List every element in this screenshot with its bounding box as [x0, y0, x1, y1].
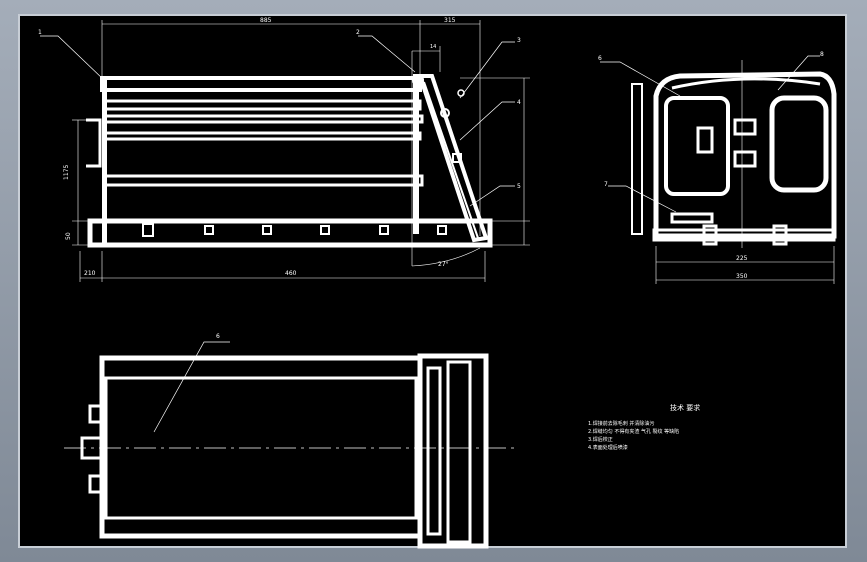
- dim-angle: 27°: [438, 261, 449, 268]
- left-post: [102, 78, 107, 246]
- bolt-1: [440, 108, 450, 118]
- foot-4: [320, 225, 330, 235]
- clamp-1: [452, 153, 462, 163]
- side-roof-arc: [671, 77, 821, 90]
- leader-lines: [40, 35, 515, 207]
- side-leader-8: 8: [820, 51, 824, 58]
- leader-label-4: 4: [517, 99, 521, 106]
- corner-joint: [412, 74, 424, 86]
- top-view: 6: [64, 333, 516, 549]
- leader-label-1: 1: [38, 29, 42, 36]
- left-window: [664, 96, 730, 196]
- top-front-inner: [446, 360, 472, 544]
- cad-drawing-canvas: 885 315 14 1175 50 210 460 27° 1 2 3 4 5: [38, 17, 837, 549]
- top-outer: [99, 355, 423, 539]
- front-view: 885 315 14 1175 50 210 460 27° 1 2 3 4 5: [38, 17, 530, 282]
- dim-top-1: 885: [260, 17, 272, 24]
- top-front-rail: [426, 366, 442, 536]
- top-bracket-3: [88, 474, 104, 494]
- side-foot-left: [702, 224, 718, 246]
- base-rail: [87, 218, 493, 248]
- inclined-inner: [423, 81, 479, 239]
- side-base: [652, 228, 836, 242]
- dim-top-2: 315: [444, 17, 456, 24]
- left-bracket: [86, 118, 102, 168]
- side-dim-1: 225: [736, 255, 748, 262]
- top-front-end: [417, 353, 489, 549]
- top-rail: [100, 76, 422, 92]
- side-leader-lines: [600, 55, 820, 213]
- top-bracket-1: [88, 404, 104, 424]
- side-crossbar: [670, 212, 714, 224]
- side-leader-7: 7: [604, 181, 608, 188]
- side-view: 6 8 7 225 350: [598, 51, 837, 284]
- foot-6: [437, 225, 447, 235]
- inclined-front: [417, 74, 489, 243]
- foot-2: [204, 225, 214, 235]
- leader-label-3: 3: [517, 37, 521, 44]
- leader-label-5: 5: [517, 183, 521, 190]
- top-leader-6: 6: [216, 333, 220, 340]
- dim-left-height: 1175: [63, 165, 70, 180]
- dim-right-1: 14: [430, 44, 436, 50]
- upper-rail-2: [102, 114, 424, 124]
- right-window: [769, 95, 829, 193]
- notes-line-4: 4.表面处理后喷漆: [588, 444, 628, 451]
- dim-bottom-2: 460: [285, 270, 297, 277]
- technical-notes: 技术 要求 1.焊接前去除毛刺 并清除油污 2.焊缝均匀 不得有夹渣 气孔 裂纹…: [588, 403, 700, 451]
- leader-label-2: 2: [356, 29, 360, 36]
- notes-line-2: 2.焊缝均匀 不得有夹渣 气孔 裂纹 等缺陷: [588, 428, 679, 435]
- hinge-lower: [733, 150, 757, 168]
- notes-line-1: 1.焊接前去除毛刺 并清除油污: [588, 420, 654, 427]
- notes-title: 技术 要求: [670, 403, 700, 412]
- left-latch: [696, 126, 714, 154]
- notes-line-3: 3.焊后校正: [588, 436, 613, 443]
- side-left-post: [631, 83, 643, 235]
- side-dimension-lines: [655, 60, 835, 284]
- foot-5: [379, 225, 389, 235]
- side-foot-right: [772, 224, 788, 246]
- side-outer-frame: [653, 71, 837, 239]
- dim-left-base: 50: [65, 232, 72, 240]
- dim-bottom-1: 210: [84, 270, 96, 277]
- drawing-viewport[interactable]: 885 315 14 1175 50 210 460 27° 1 2 3 4 5: [18, 14, 847, 549]
- bolt-2: [457, 89, 465, 97]
- side-dim-2: 350: [736, 273, 748, 280]
- lower-rail: [102, 174, 424, 187]
- top-leader-line: [153, 341, 230, 433]
- side-leader-6: 6: [598, 55, 602, 62]
- foot-1: [142, 223, 154, 237]
- upper-rail: [102, 99, 422, 111]
- middle-rail: [102, 131, 422, 141]
- foot-3: [262, 225, 272, 235]
- dimension-lines: [72, 20, 530, 282]
- hinge-upper: [733, 118, 757, 136]
- right-post: [413, 74, 419, 234]
